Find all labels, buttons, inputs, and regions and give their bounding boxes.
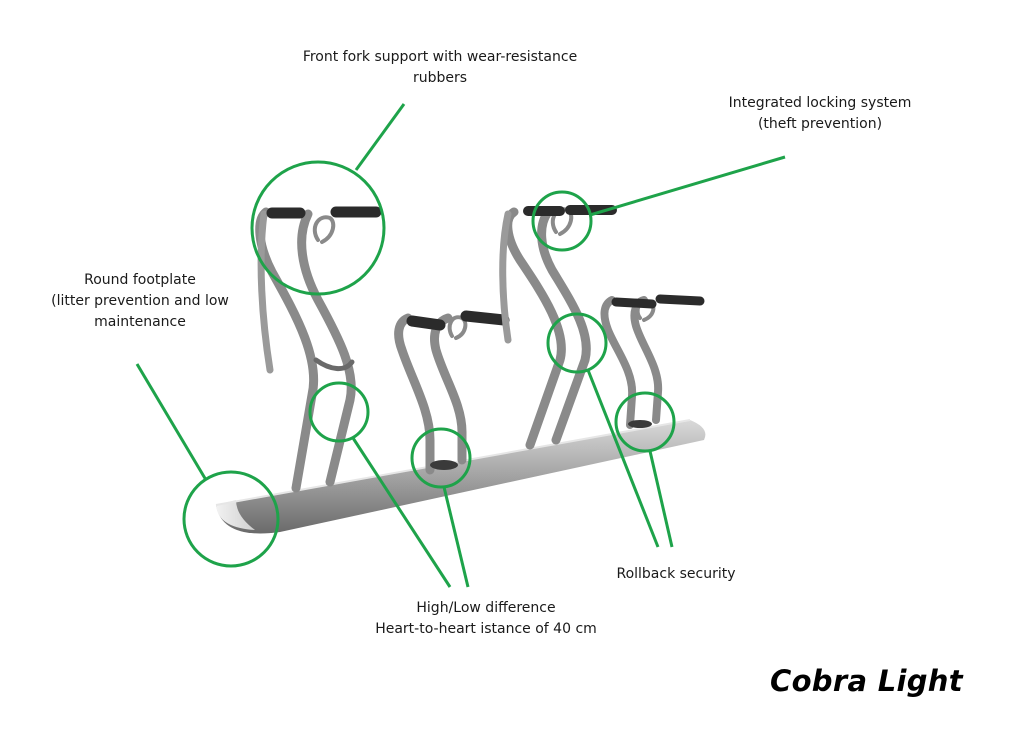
callout-circle-locking	[531, 190, 593, 252]
callout-label-locking: Integrated locking system (theft prevent…	[700, 93, 940, 135]
callout-label-footplate: Round footplate (litter prevention and l…	[40, 270, 240, 333]
rack-stand-4	[600, 294, 705, 429]
callout-leader-front-fork	[354, 103, 406, 171]
rack-stand-3	[499, 205, 617, 450]
callout-circle-front-fork	[250, 160, 386, 296]
callout-circle-footplate	[182, 470, 280, 568]
locking-line-1: Integrated locking system	[728, 95, 912, 111]
callout-circle-rollback-1	[546, 312, 608, 374]
front-fork-line-2: rubbers	[412, 70, 468, 86]
locking-line-2: (theft prevention)	[757, 116, 883, 132]
callout-circle-high	[308, 381, 370, 443]
footplate-line-3: maintenance	[94, 314, 186, 330]
product-title: Cobra Light	[770, 664, 963, 698]
high-low-line-2: Heart-to-heart istance of 40 cm	[375, 621, 597, 637]
callout-label-high-low: High/Low difference Heart-to-heart istan…	[346, 598, 626, 640]
callout-leader-locking	[589, 155, 786, 217]
high-low-line-1: High/Low difference	[416, 600, 556, 616]
callout-leader-low	[442, 486, 470, 588]
callout-circle-rollback-2	[614, 391, 676, 453]
callout-circle-low	[410, 427, 472, 489]
callout-graphics	[135, 103, 786, 588]
footplate-line-2: (litter prevention and low	[51, 293, 229, 309]
callout-leader-rollback-2	[648, 450, 674, 548]
callout-leader-high	[351, 437, 452, 588]
callout-leader-footplate	[135, 363, 208, 481]
rack-stand-2	[394, 310, 510, 475]
callout-label-rollback: Rollback security	[596, 564, 756, 585]
callout-leader-rollback-1	[586, 369, 660, 548]
rack-stand-1	[255, 206, 382, 493]
callout-label-front-fork: Front fork support with wear-resistance …	[290, 47, 590, 89]
front-fork-line-1: Front fork support with wear-resistance	[302, 49, 578, 65]
footplate-line-1: Round footplate	[84, 272, 196, 288]
rollback-line-1: Rollback security	[616, 566, 736, 582]
